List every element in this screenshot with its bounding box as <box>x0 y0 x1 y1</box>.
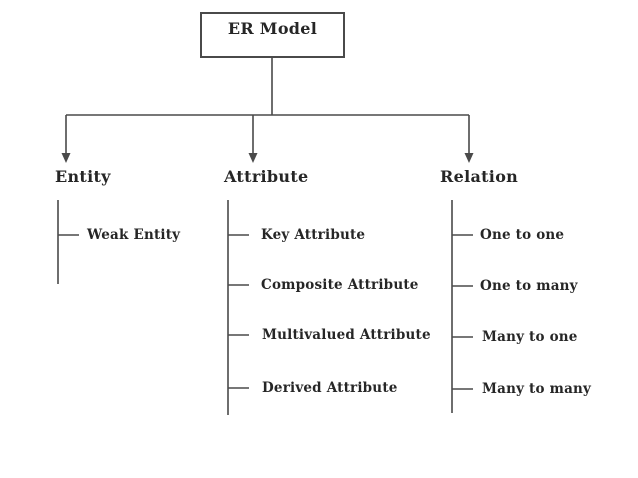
relation-arrowhead <box>464 153 474 163</box>
entity-arrowhead <box>61 153 71 163</box>
root-node-label: ER Model <box>227 19 318 38</box>
leaf-label-weak-entity: Weak Entity <box>87 227 181 243</box>
leaf-label-many-to-one: Many to one <box>482 329 578 345</box>
leaf-label-multivalued-attribute: Multivalued Attribute <box>262 327 431 343</box>
leaf-label-one-to-many: One to many <box>480 278 578 294</box>
attribute-arrowhead <box>248 153 258 163</box>
branch-label-entity: Entity <box>55 167 111 186</box>
leaf-label-composite-attribute: Composite Attribute <box>261 277 419 293</box>
root-node-box: ER Model <box>200 12 345 58</box>
branch-label-relation: Relation <box>440 167 519 186</box>
leaf-label-many-to-many: Many to many <box>482 381 592 397</box>
branch-label-attribute: Attribute <box>224 167 309 186</box>
leaf-label-derived-attribute: Derived Attribute <box>262 380 398 396</box>
leaf-label-one-to-one: One to one <box>480 227 565 243</box>
leaf-label-key-attribute: Key Attribute <box>261 227 366 243</box>
